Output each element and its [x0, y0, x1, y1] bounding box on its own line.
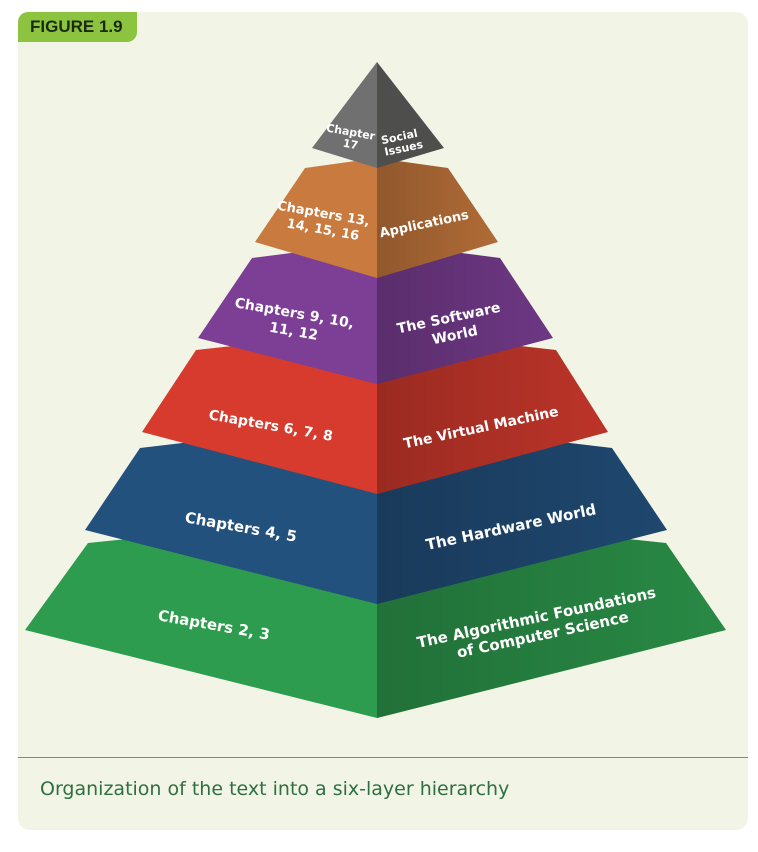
layer-applications-left-face: [255, 158, 377, 278]
pyramid-diagram: Chapters 2, 3 The Algorithmic Foundation…: [25, 62, 726, 718]
layer-virtual-machine: Chapters 6, 7, 8 The Virtual Machine: [142, 330, 608, 494]
layer-applications-right-shade: [377, 158, 498, 278]
layer-social-right-face: [377, 62, 444, 168]
caption-divider: [18, 757, 748, 758]
figure-label: FIGURE 1.9: [18, 12, 137, 42]
layer-social-issues: Chapter 17 Social Issues: [312, 62, 444, 168]
layer-social-left-face: [312, 62, 377, 168]
layer-virtual-right-shade: [377, 330, 608, 494]
figure-caption: Organization of the text into a six-laye…: [40, 778, 510, 800]
layer-software-left-face: [198, 242, 377, 384]
layer-virtual-left-face: [142, 330, 377, 494]
layer-software-right-shade: [377, 242, 553, 384]
layer-applications: Chapters 13, 14, 15, 16 Applications: [255, 158, 498, 278]
layer-software-world: Chapters 9, 10, 11, 12 The Software Worl…: [198, 242, 553, 384]
